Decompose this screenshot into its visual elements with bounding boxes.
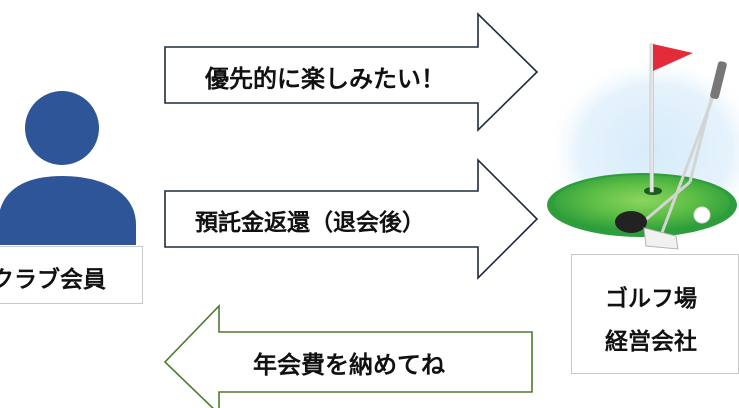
member-label: クラブ会員: [0, 267, 106, 293]
member-label-box: クラブ会員: [0, 246, 143, 304]
bottom-arrow-label: 年会費を納めてね: [253, 351, 445, 379]
middle-arrow: [164, 158, 539, 280]
course-label-line1: ゴルフ場: [605, 286, 697, 312]
bottom-arrow: [163, 304, 533, 408]
golf-green-icon: [545, 43, 739, 250]
course-label-box: ゴルフ場 経営会社: [571, 254, 739, 374]
course-label-line2: 経営会社: [605, 329, 697, 355]
top-arrow: [164, 12, 539, 132]
top-arrow-label: 優先的に楽しみたい！: [205, 65, 445, 93]
middle-arrow-label: 預託金返還（退会後）: [195, 210, 425, 236]
person-icon: [0, 91, 136, 245]
